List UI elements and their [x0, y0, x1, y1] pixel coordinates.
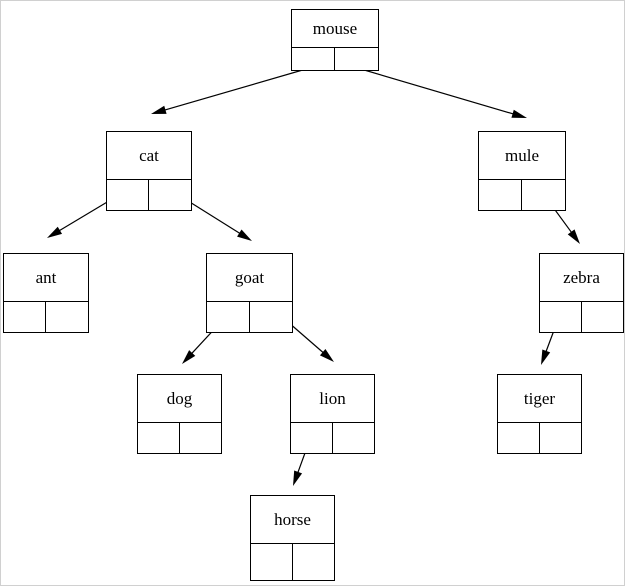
tree-node-cat: cat [106, 131, 192, 211]
tree-node-label: ant [4, 254, 88, 302]
tree-node-pointer-row [207, 302, 292, 332]
tree-node-left-pointer-cell [291, 423, 333, 453]
tree-node-right-pointer-cell [149, 180, 191, 210]
tree-node-left-pointer-cell [4, 302, 46, 332]
edge-arrowhead [182, 350, 196, 364]
tree-node-pointer-row [4, 302, 88, 332]
tree-node-left-pointer-cell [540, 302, 582, 332]
tree-node-label: zebra [540, 254, 623, 302]
tree-edge-mouse-to-cat [151, 66, 314, 114]
edge-arrowhead [151, 105, 167, 114]
edge-arrowhead [511, 109, 527, 118]
tree-node-zebra: zebra [539, 253, 624, 333]
tree-node-left-pointer-cell [207, 302, 250, 332]
tree-node-label: dog [138, 375, 221, 423]
tree-node-left-pointer-cell [498, 423, 540, 453]
tree-node-label: horse [251, 496, 334, 544]
tree-node-label: goat [207, 254, 292, 302]
tree-node-pointer-row [479, 180, 565, 210]
tree-node-pointer-row [540, 302, 623, 332]
tree-node-left-pointer-cell [292, 48, 335, 70]
tree-node-label: cat [107, 132, 191, 180]
tree-node-right-pointer-cell [522, 180, 565, 210]
tree-node-right-pointer-cell [540, 423, 582, 453]
tree-node-pointer-row [138, 423, 221, 453]
edge-line [162, 66, 314, 112]
tree-node-goat: goat [206, 253, 293, 333]
tree-node-right-pointer-cell [582, 302, 624, 332]
tree-node-pointer-row [291, 423, 374, 453]
edge-line [353, 66, 516, 116]
tree-node-lion: lion [290, 374, 375, 454]
tree-node-label: mouse [292, 10, 378, 48]
tree-node-right-pointer-cell [293, 544, 335, 580]
tree-node-mouse: mouse [291, 9, 379, 71]
edge-arrowhead [293, 470, 303, 486]
tree-node-tiger: tiger [497, 374, 582, 454]
tree-node-pointer-row [292, 48, 378, 70]
edge-arrowhead [47, 226, 63, 238]
tree-node-label: tiger [498, 375, 581, 423]
edge-arrowhead [319, 348, 334, 362]
tree-node-pointer-row [251, 544, 334, 580]
edge-arrowhead [567, 229, 580, 244]
tree-node-pointer-row [498, 423, 581, 453]
edge-arrowhead [237, 229, 252, 241]
tree-edge-mouse-to-mule [353, 66, 527, 118]
edge-arrowhead [541, 349, 551, 365]
tree-node-left-pointer-cell [479, 180, 522, 210]
tree-node-right-pointer-cell [335, 48, 378, 70]
tree-node-mule: mule [478, 131, 566, 211]
tree-node-left-pointer-cell [138, 423, 180, 453]
tree-node-right-pointer-cell [250, 302, 293, 332]
tree-node-right-pointer-cell [333, 423, 375, 453]
tree-node-dog: dog [137, 374, 222, 454]
tree-node-horse: horse [250, 495, 335, 581]
tree-node-left-pointer-cell [251, 544, 293, 580]
tree-node-label: mule [479, 132, 565, 180]
tree-node-left-pointer-cell [107, 180, 149, 210]
tree-node-right-pointer-cell [180, 423, 222, 453]
tree-node-pointer-row [107, 180, 191, 210]
tree-node-right-pointer-cell [46, 302, 88, 332]
tree-node-label: lion [291, 375, 374, 423]
tree-node-ant: ant [3, 253, 89, 333]
